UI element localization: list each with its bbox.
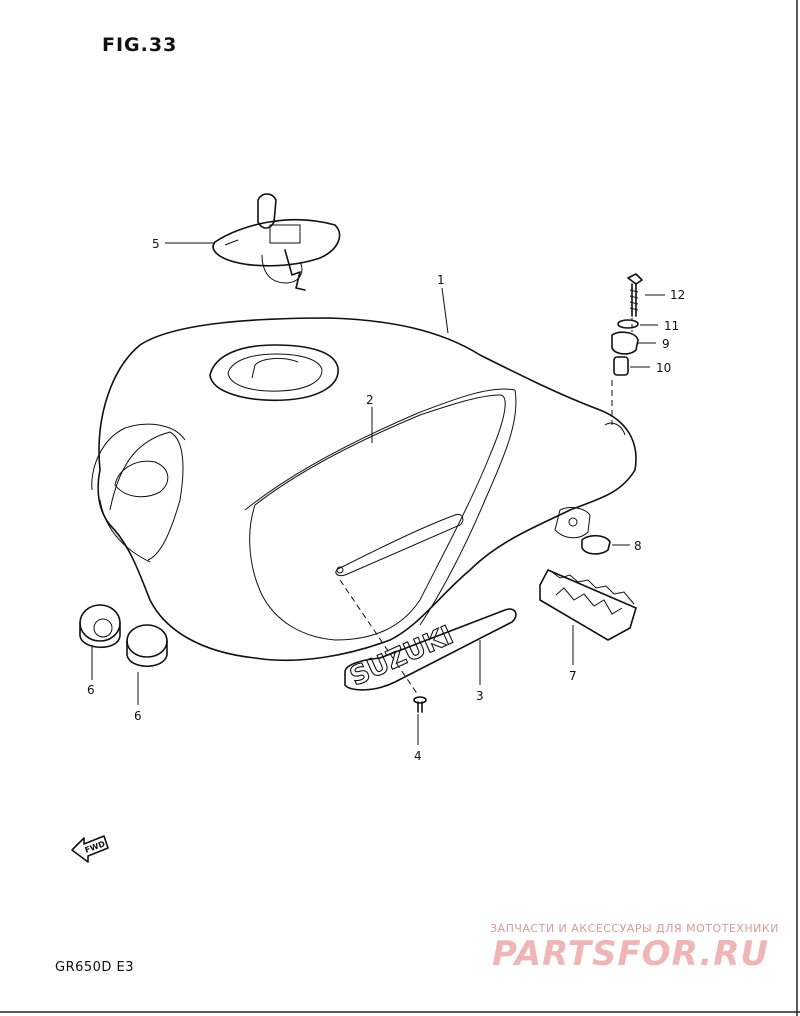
- figure-title: FIG.33: [102, 34, 178, 56]
- callout-6a: 6: [87, 683, 95, 697]
- suzuki-emblem-3: SUZUKI: [344, 608, 517, 693]
- watermark-tagline: ЗАПЧАСТИ И АКСЕССУАРЫ ДЛЯ МОТОТЕХНИКИ: [490, 922, 779, 935]
- grommet-6b: [126, 624, 168, 667]
- callout-labels: 5 1 2 12 11 9 10 8 7 3 4 6 6: [87, 237, 685, 763]
- callout-12: 12: [670, 288, 685, 302]
- callout-10: 10: [656, 361, 671, 375]
- grommet-6a: [79, 604, 121, 648]
- callout-9: 9: [662, 337, 670, 351]
- bolt-12: [627, 273, 643, 317]
- washer-11: [617, 319, 639, 329]
- callout-5: 5: [152, 237, 160, 251]
- model-code: GR650D E3: [55, 960, 135, 975]
- callout-1: 1: [437, 273, 445, 287]
- fuel-cap-with-key: [212, 193, 341, 291]
- collar-10: [613, 356, 629, 376]
- screw-4: [413, 696, 427, 713]
- cushion-9: [611, 331, 639, 355]
- callout-3: 3: [476, 689, 484, 703]
- cushion-8: [581, 534, 611, 555]
- tank-rear-cushion-7: [539, 569, 637, 641]
- watermark-logo: PARTSFOR.RU: [492, 934, 770, 974]
- callout-4: 4: [414, 749, 422, 763]
- callout-7: 7: [569, 669, 577, 683]
- fuel-tank: [91, 317, 637, 662]
- callout-2: 2: [366, 393, 374, 407]
- callout-8: 8: [634, 539, 642, 553]
- callout-6b: 6: [134, 709, 142, 723]
- leader-lines: [91, 242, 665, 745]
- callout-11: 11: [664, 319, 679, 333]
- forward-arrow-icon: FWD: [71, 835, 109, 863]
- emblem-text: SUZUKI: [346, 620, 458, 692]
